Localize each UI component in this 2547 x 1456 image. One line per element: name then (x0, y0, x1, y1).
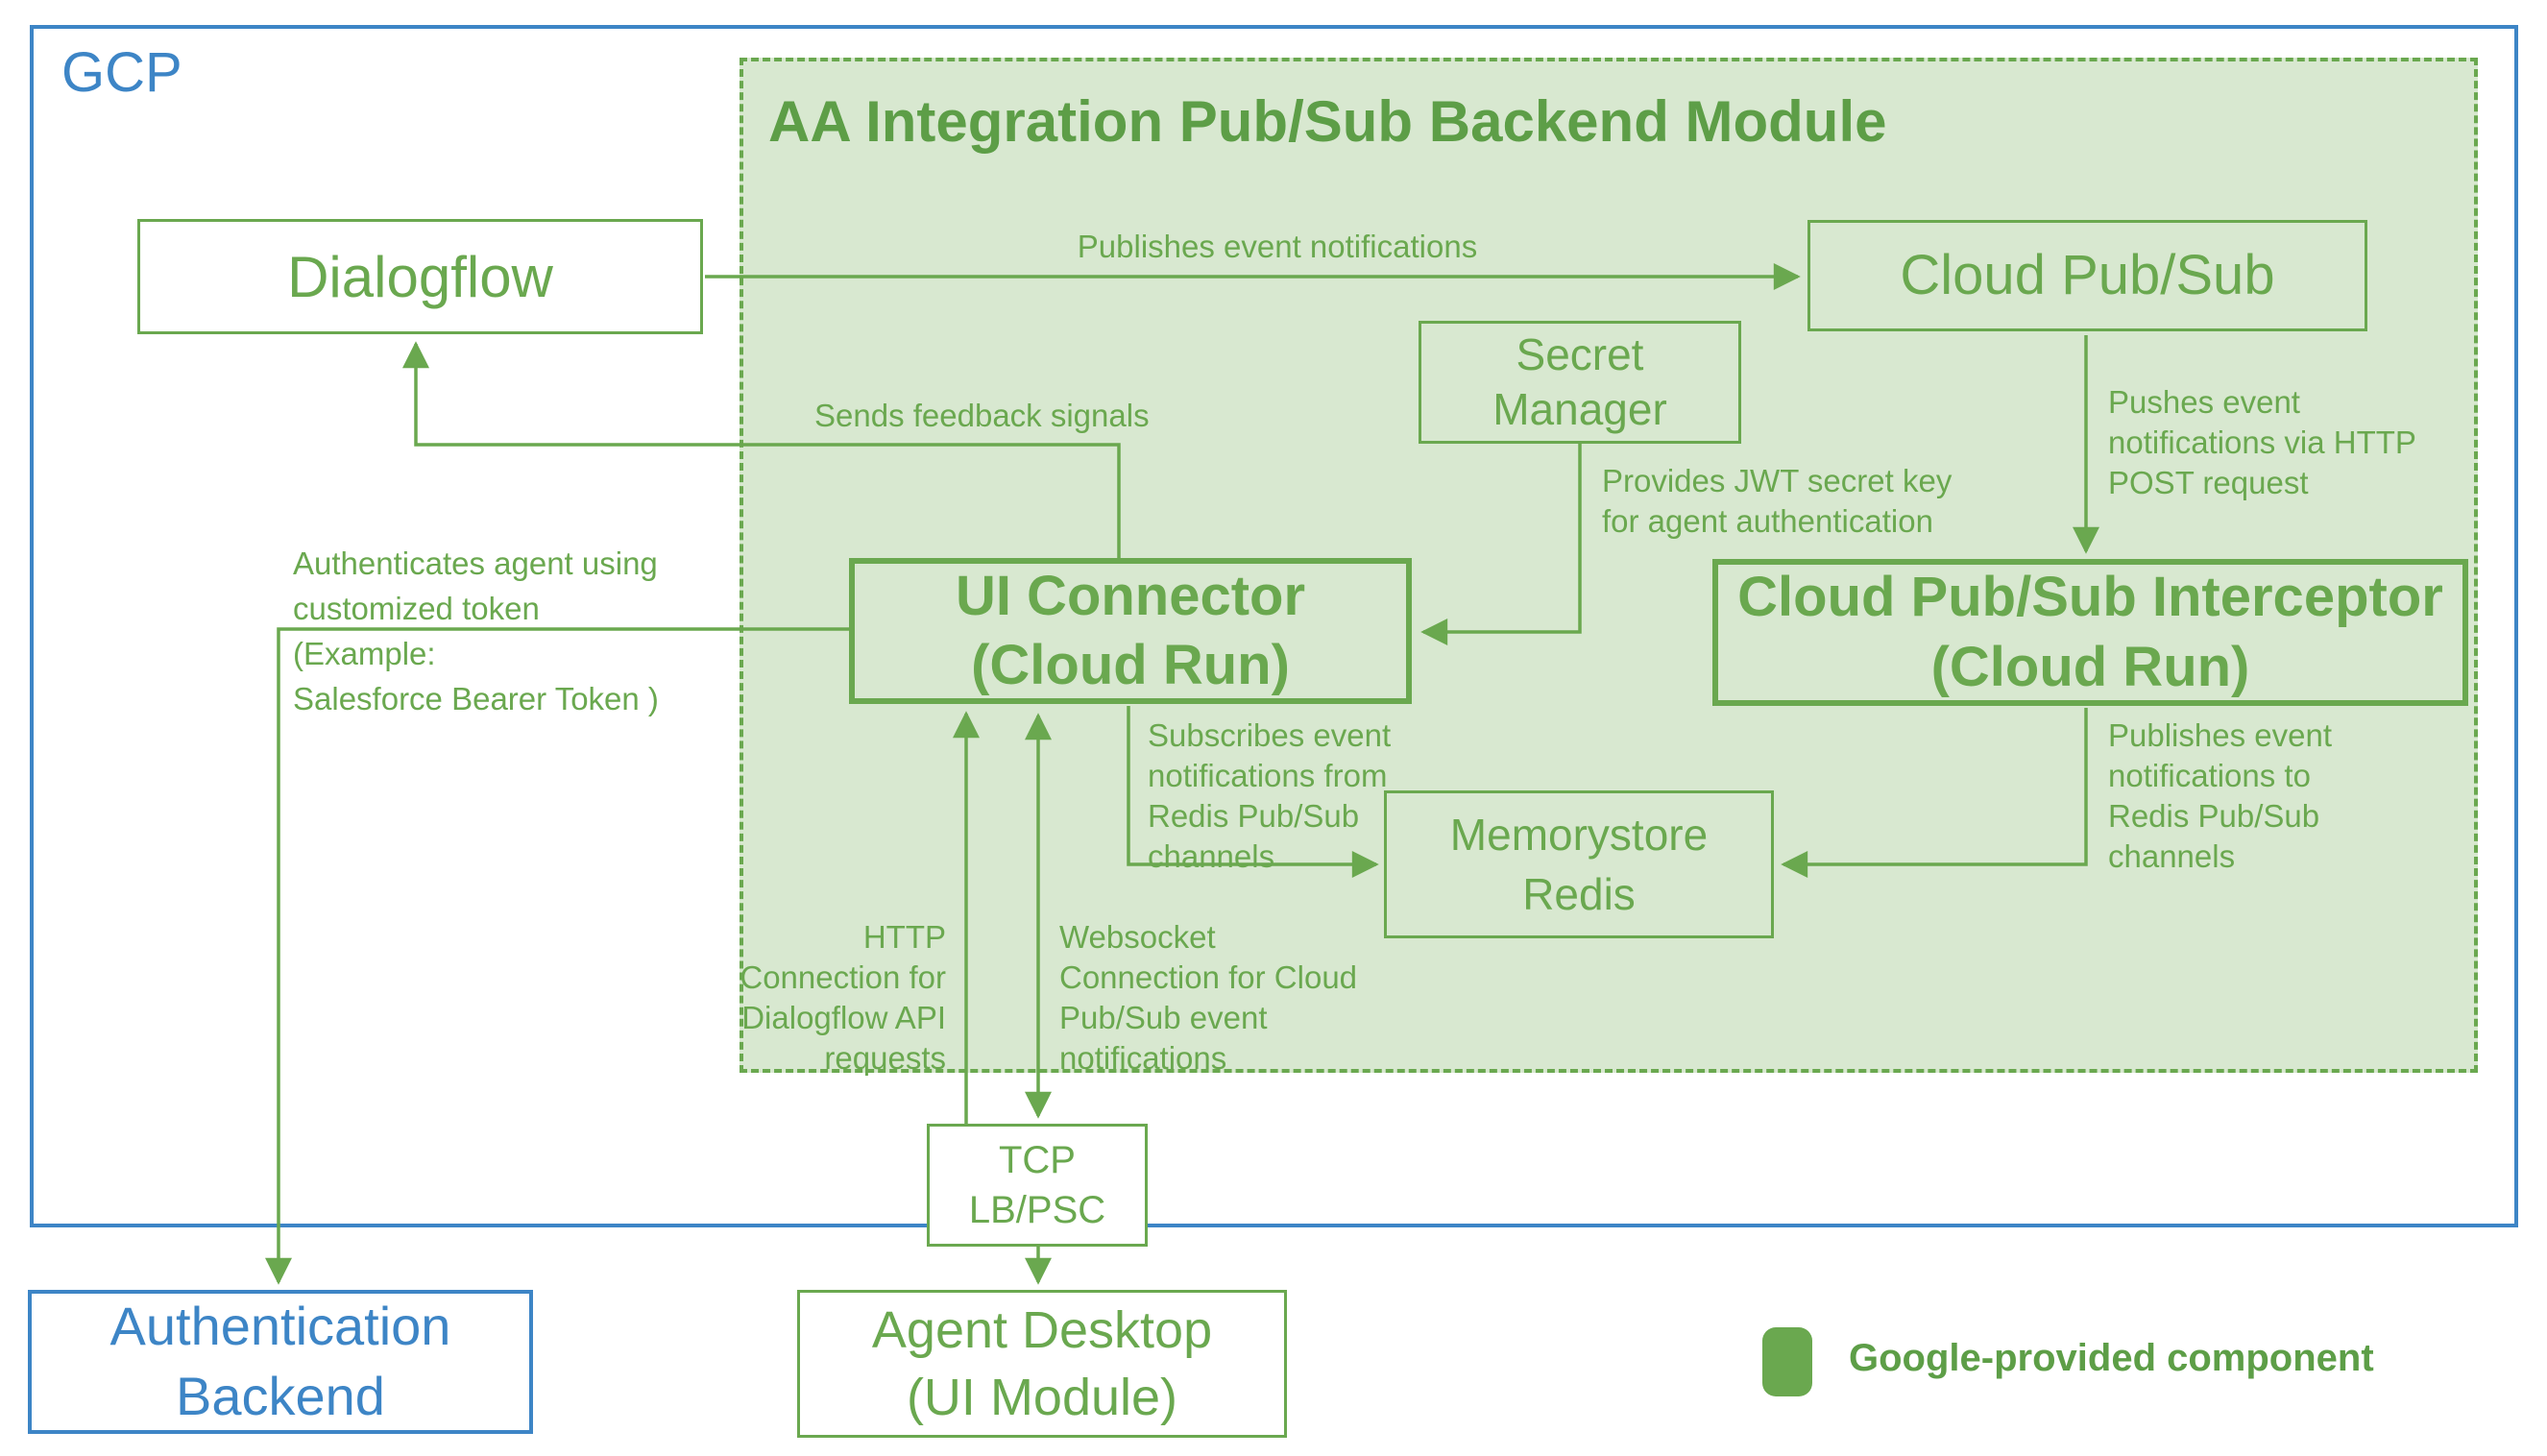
backend-module-box (740, 58, 2478, 1073)
gcp-boundary-box (30, 25, 2518, 1227)
label-publishes-redis: Publishes event notifications to Redis P… (2108, 717, 2332, 874)
label-provides-jwt: Provides JWT secret key for agent authen… (1602, 463, 1953, 539)
node-memorystore-redis-label: Memorystore Redis (1449, 809, 1709, 919)
label-websocket-connection: Websocket Connection for Cloud Pub/Sub e… (1059, 919, 1358, 1076)
label-subscribes-event: Subscribes event notifications from Redi… (1148, 717, 1392, 874)
node-cloud-pubsub: Cloud Pub/Sub (1807, 220, 2367, 331)
node-tcp-lb-psc-label: TCP LB/PSC (968, 1139, 1106, 1231)
node-dialogflow: Dialogflow (137, 219, 703, 334)
node-ui-connector-label: UI Connector (Cloud Run) (955, 564, 1306, 697)
label-pushes-event: Pushes event notifications via HTTP POST… (2108, 384, 2416, 500)
node-cloud-pubsub-interceptor-label: Cloud Pub/Sub Interceptor (Cloud Run) (1737, 566, 2443, 698)
label-http-connection: HTTP Connection for Dialogflow API reque… (740, 919, 946, 1076)
label-sends-feedback: Sends feedback signals (814, 398, 1150, 433)
node-dialogflow-label: Dialogflow (287, 244, 553, 309)
node-agent-desktop: Agent Desktop (UI Module) (797, 1290, 1287, 1438)
node-authentication-backend: Authentication Backend (28, 1290, 533, 1434)
label-publishes-event: Publishes event notifications (1077, 229, 1478, 264)
legend-google-component-label: Google-provided component (1849, 1337, 2374, 1379)
legend-google-component-swatch (1762, 1327, 1812, 1396)
node-memorystore-redis: Memorystore Redis (1384, 790, 1774, 938)
node-authentication-backend-label: Authentication Backend (109, 1296, 451, 1426)
node-secret-manager-label: Secret Manager (1492, 328, 1667, 435)
backend-module-title: AA Integration Pub/Sub Backend Module (768, 89, 1887, 154)
node-ui-connector: UI Connector (Cloud Run) (849, 558, 1412, 704)
node-cloud-pubsub-label: Cloud Pub/Sub (1900, 243, 2275, 306)
node-secret-manager: Secret Manager (1419, 321, 1741, 444)
node-cloud-pubsub-interceptor: Cloud Pub/Sub Interceptor (Cloud Run) (1712, 559, 2468, 706)
gcp-label: GCP (61, 41, 182, 104)
label-authenticates-agent: Authenticates agent using customized tok… (293, 546, 659, 716)
node-agent-desktop-label: Agent Desktop (UI Module) (871, 1300, 1213, 1426)
node-tcp-lb-psc: TCP LB/PSC (927, 1124, 1148, 1247)
